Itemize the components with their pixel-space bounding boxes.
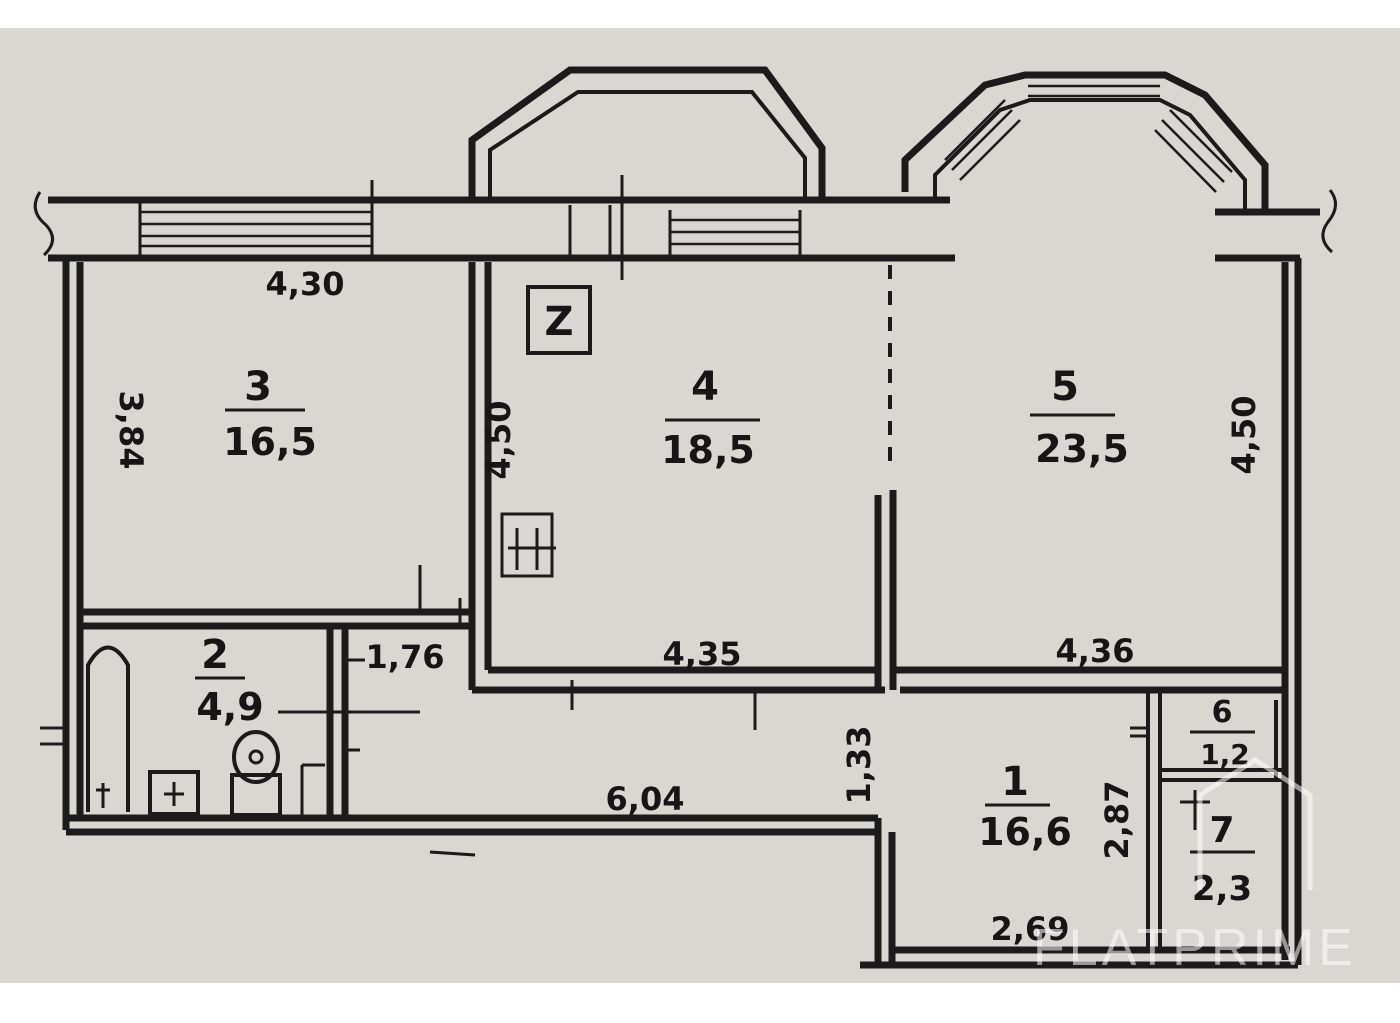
- dim-hall-length: 6,04: [606, 780, 685, 818]
- bay-window-room-5: [901, 71, 1269, 212]
- room-2-area: 4,9: [196, 685, 263, 729]
- partition-3-4: [468, 262, 492, 690]
- dim-room3-width: 4,30: [266, 265, 345, 303]
- exterior-top-wall: [33, 175, 1337, 280]
- room-4-number: 4: [691, 364, 719, 410]
- entry-wall: [860, 818, 1298, 969]
- room-1-label: 1 16,6: [978, 759, 1072, 854]
- dim-entry-width: 2,69: [991, 910, 1070, 948]
- room-4-label: 4 18,5: [661, 364, 760, 472]
- room-6-area: 1,2: [1200, 738, 1250, 771]
- room-2-number: 2: [201, 632, 229, 678]
- watermark-logo-icon: [1197, 757, 1313, 890]
- room-5-number: 5: [1051, 364, 1079, 410]
- dim-bath-width: 1,76: [366, 638, 445, 676]
- dim-room5-width: 4,36: [1056, 632, 1135, 670]
- room-5-area: 23,5: [1035, 427, 1129, 471]
- z-marker-label: Z: [544, 299, 573, 345]
- wall-room3-bottom: [80, 608, 472, 630]
- room-1-area: 16,6: [978, 810, 1072, 854]
- room-3-area: 16,5: [223, 420, 317, 464]
- right-exterior-wall: [1281, 258, 1302, 965]
- watermark-tagline: REAL ESTATE AGENCY: [1084, 985, 1323, 1007]
- room-4-area: 18,5: [661, 428, 755, 472]
- room-1-number: 1: [1001, 759, 1029, 805]
- dim-entry-height: 2,87: [1098, 781, 1136, 860]
- z-marker: Z: [526, 285, 592, 355]
- room-3-label: 3 16,5: [223, 364, 317, 464]
- watermark-brand: FLATPRIME: [1033, 919, 1357, 977]
- partition-4-5: [874, 490, 897, 690]
- dim-hall-depth: 1,33: [840, 726, 878, 805]
- sink-icon: [148, 770, 200, 816]
- watermark: FLATPRIME REAL ESTATE AGENCY: [1033, 757, 1357, 1007]
- wall-rooms-4-5-bottom: [472, 666, 1285, 694]
- paper-background: [0, 28, 1400, 983]
- radiator-icon: [500, 512, 556, 578]
- dim-room4-width: 4,35: [663, 635, 742, 673]
- dim-room4-height: 4,50: [480, 401, 518, 480]
- bathtub-icon: [86, 645, 130, 812]
- room-2-label: 2 4,9: [195, 632, 264, 729]
- dim-room5-height: 4,50: [1225, 396, 1263, 475]
- bay-window-room-4: [468, 66, 826, 200]
- bathroom-walls: [326, 626, 349, 818]
- dim-room3-height: 3,84: [112, 391, 150, 470]
- room-3-number: 3: [244, 364, 272, 410]
- bottom-wall: [66, 814, 878, 836]
- room-5-label: 5 23,5: [1030, 364, 1129, 471]
- left-exterior-wall: [62, 258, 84, 830]
- room-6-number: 6: [1212, 695, 1233, 730]
- room-7-number: 7: [1209, 810, 1234, 851]
- room-6-label: 6 1,2: [1190, 695, 1255, 771]
